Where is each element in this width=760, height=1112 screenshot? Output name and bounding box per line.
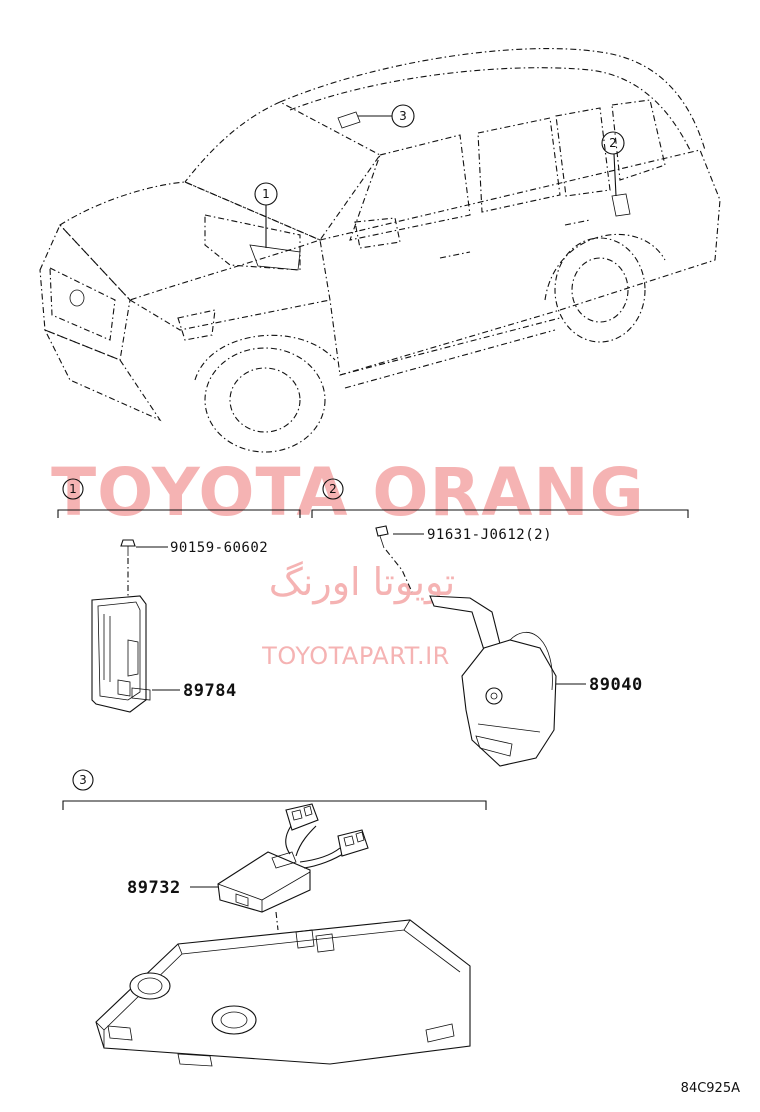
svg-text:3: 3 — [399, 109, 407, 123]
svg-text:1: 1 — [262, 187, 270, 201]
callout-1: 1 — [254, 182, 278, 248]
callout-3: 3 — [358, 104, 415, 128]
watermark-farsi: تویوتا اورنگ — [269, 560, 456, 605]
section-1-number: 1 — [69, 482, 77, 496]
figure-code: 84C925A — [681, 1081, 740, 1096]
horn-89040-icon — [429, 595, 557, 767]
section-1: 1 90159-60602 89784 — [57, 478, 301, 713]
section-2-number: 2 — [329, 482, 337, 496]
module-89784-icon — [91, 595, 151, 713]
section-3-number: 3 — [79, 773, 87, 787]
roof-console-icon — [95, 919, 471, 1067]
module-89732-icon — [217, 803, 369, 913]
part-number-89040: 89040 — [589, 675, 643, 695]
vehicle-illustration — [39, 48, 721, 453]
svg-text:2: 2 — [609, 136, 617, 150]
callout-2: 2 — [601, 131, 625, 197]
watermark-site: TOYOTAPART.IR — [261, 642, 450, 670]
section-3: 3 89732 — [62, 769, 487, 1067]
part-number-89784: 89784 — [183, 681, 237, 701]
part-number-91631-j0612: 91631-J0612(2) — [427, 527, 552, 543]
part-number-89732: 89732 — [127, 878, 181, 898]
bolt-icon — [375, 525, 389, 549]
watermark-title: TOYOTA ORANG — [51, 454, 645, 531]
part-number-90159-60602: 90159-60602 — [170, 540, 268, 556]
bolt-icon — [120, 539, 136, 556]
section-2: 2 91631-J0612(2) 89040 — [311, 478, 689, 767]
